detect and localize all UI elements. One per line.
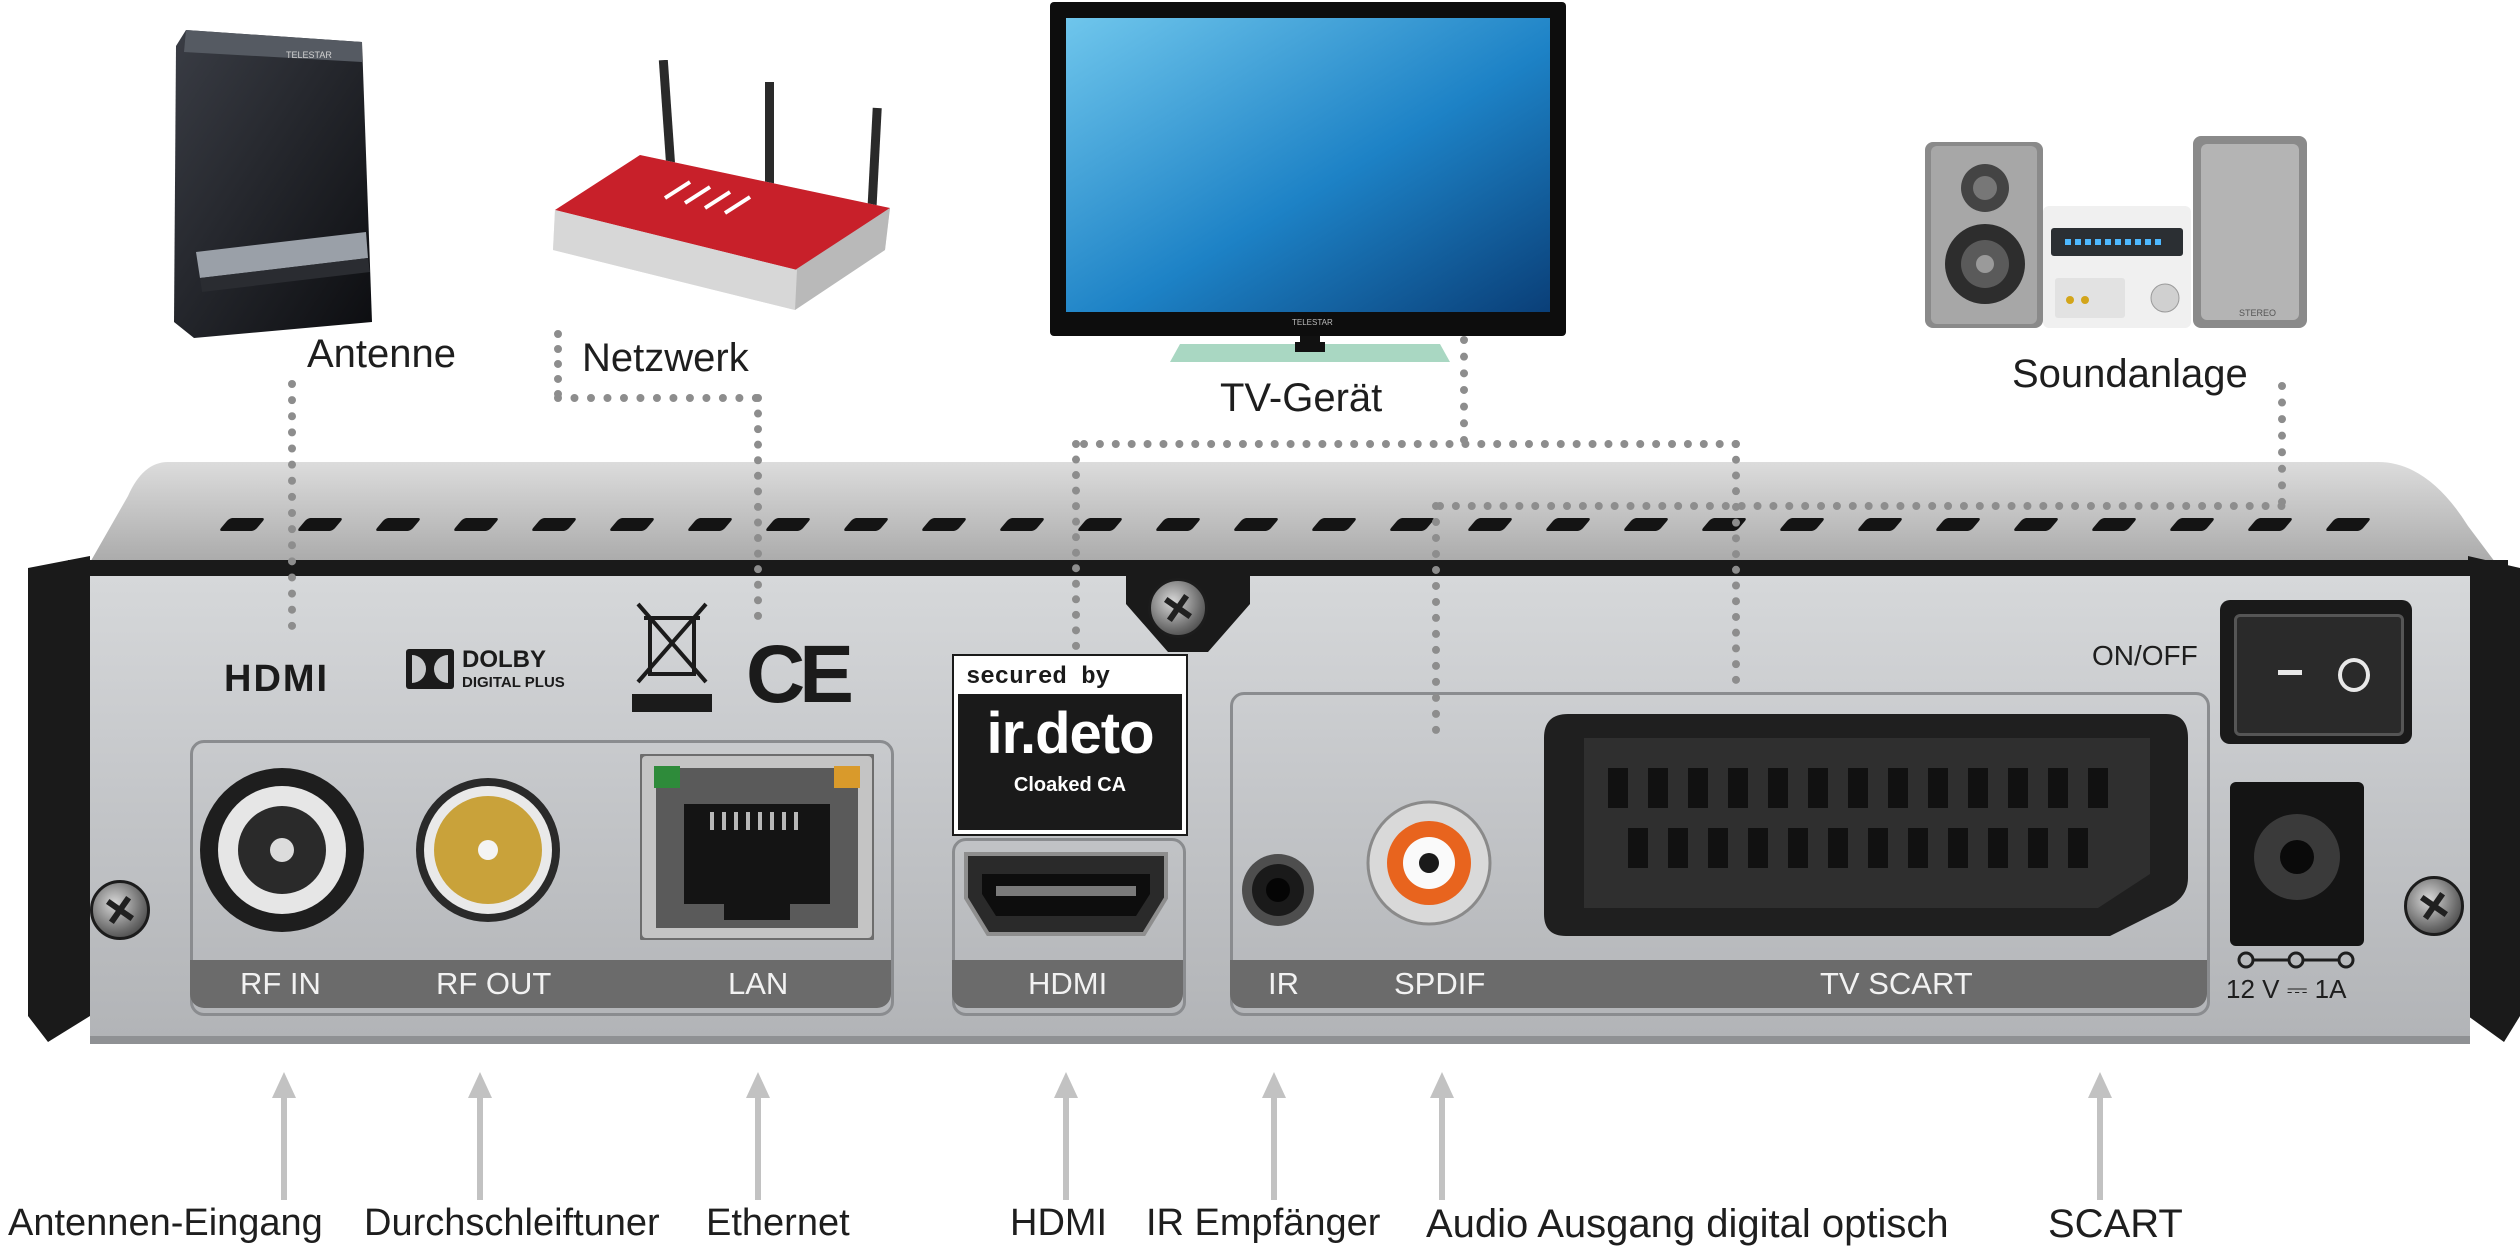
tv-dotted-line-top bbox=[1460, 336, 1468, 444]
port-label-spdif: SPDIF bbox=[1394, 966, 1486, 1001]
hdmi-label-strip bbox=[952, 960, 1183, 1008]
antenna-label: Antenne bbox=[307, 332, 457, 376]
rf-lan-label-strip bbox=[190, 960, 891, 1008]
desc-durchschleiftuner: Durchschleiftuner bbox=[364, 1202, 660, 1244]
network-dotted-line-v1 bbox=[554, 330, 562, 398]
power-switch[interactable] bbox=[2220, 600, 2412, 744]
rf-in-connector[interactable] bbox=[196, 764, 368, 936]
hdmi-group bbox=[952, 838, 1186, 1016]
network-dotted-line-v2 bbox=[754, 394, 762, 620]
spdif-connector[interactable] bbox=[1366, 800, 1492, 926]
av-group bbox=[1230, 692, 2210, 1016]
desc-audio-ausgang: Audio Ausgang digital optisch bbox=[1426, 1202, 1949, 1246]
dolby-sub-text: DIGITAL PLUS bbox=[462, 674, 565, 691]
sound-dotted-line-v bbox=[2278, 382, 2286, 506]
network-dotted-line-h bbox=[554, 394, 760, 402]
lan-connector[interactable] bbox=[638, 752, 876, 942]
arrow-up-icon bbox=[1262, 1072, 1286, 1200]
arrow-up-icon bbox=[1430, 1072, 1454, 1200]
tv-dotted-line-hdmi bbox=[1072, 440, 1080, 650]
sound-label: Soundanlage bbox=[2012, 352, 2248, 396]
av-label-strip bbox=[1230, 960, 2207, 1008]
irdeto-badge: secured by ir.deto Cloaked CA bbox=[952, 654, 1188, 836]
irdeto-sub-text: Cloaked CA bbox=[1013, 774, 1127, 796]
tv-dotted-line-h bbox=[1080, 440, 1740, 448]
irdeto-name: ir.deto bbox=[986, 701, 1154, 766]
port-label-rf-in: RF IN bbox=[240, 966, 321, 1001]
speaker-brand: STEREO bbox=[2239, 308, 2277, 318]
on-off-label: ON/OFF bbox=[2092, 640, 2198, 671]
hdmi-logo: HDMI bbox=[224, 658, 330, 700]
rf-lan-group bbox=[190, 740, 894, 1016]
tv-scart-connector[interactable] bbox=[1538, 708, 2194, 944]
screw-icon bbox=[1148, 578, 1208, 638]
dc-power-jack[interactable] bbox=[2230, 782, 2364, 946]
antenna-dotted-line bbox=[288, 380, 296, 630]
dolby-text: DOLBY bbox=[462, 646, 546, 673]
port-label-ir: IR bbox=[1268, 966, 1299, 1001]
desc-scart: SCART bbox=[2048, 1202, 2183, 1246]
rf-out-connector[interactable] bbox=[412, 774, 564, 926]
polarity-icon bbox=[2226, 950, 2366, 970]
arrow-up-icon bbox=[468, 1072, 492, 1200]
tv-brand: TELESTAR bbox=[1292, 318, 1333, 327]
port-label-hdmi: HDMI bbox=[1028, 966, 1108, 1001]
power-rating-label: 12 V ⎓ 1A bbox=[2226, 974, 2347, 1004]
hdmi-connector[interactable] bbox=[960, 846, 1172, 942]
tv-device: TELESTAR bbox=[1050, 2, 1566, 364]
switch-off-mark-icon bbox=[2278, 670, 2302, 675]
desc-ir-empfaenger: IR Empfänger bbox=[1146, 1202, 1381, 1244]
screw-icon bbox=[2404, 876, 2464, 936]
sound-system-device: STEREO bbox=[1925, 136, 2315, 332]
desc-hdmi: HDMI bbox=[1010, 1202, 1108, 1244]
weee-bin-icon bbox=[630, 598, 714, 718]
sound-dotted-line-spdif bbox=[1432, 502, 1440, 734]
desc-ethernet: Ethernet bbox=[706, 1202, 850, 1244]
irdeto-secured-text: secured by bbox=[958, 660, 1182, 694]
router-device bbox=[545, 59, 890, 322]
switch-on-mark-icon bbox=[2338, 658, 2370, 692]
arrow-up-icon bbox=[2088, 1072, 2112, 1200]
port-label-lan: LAN bbox=[728, 966, 789, 1001]
ir-connector[interactable] bbox=[1240, 852, 1316, 928]
dolby-logo: DOLBY DIGITAL PLUS bbox=[406, 648, 565, 690]
antenna-brand: TELESTAR bbox=[286, 50, 332, 60]
tv-dotted-line-scart bbox=[1732, 440, 1740, 684]
arrow-up-icon bbox=[746, 1072, 770, 1200]
arrow-up-icon bbox=[1054, 1072, 1078, 1200]
port-label-tv-scart: TV SCART bbox=[1820, 966, 1973, 1001]
dolby-dd-icon bbox=[406, 649, 454, 689]
tv-label: TV-Gerät bbox=[1220, 376, 1383, 420]
arrow-up-icon bbox=[272, 1072, 296, 1200]
network-label: Netzwerk bbox=[582, 336, 749, 380]
ce-mark: CE bbox=[746, 629, 854, 720]
sound-dotted-line-h bbox=[1436, 502, 2286, 510]
antenna-device: TELESTAR bbox=[166, 22, 376, 340]
port-label-rf-out: RF OUT bbox=[436, 966, 552, 1001]
desc-antennen-eingang: Antennen-Eingang bbox=[8, 1202, 323, 1244]
screw-icon bbox=[90, 880, 150, 940]
